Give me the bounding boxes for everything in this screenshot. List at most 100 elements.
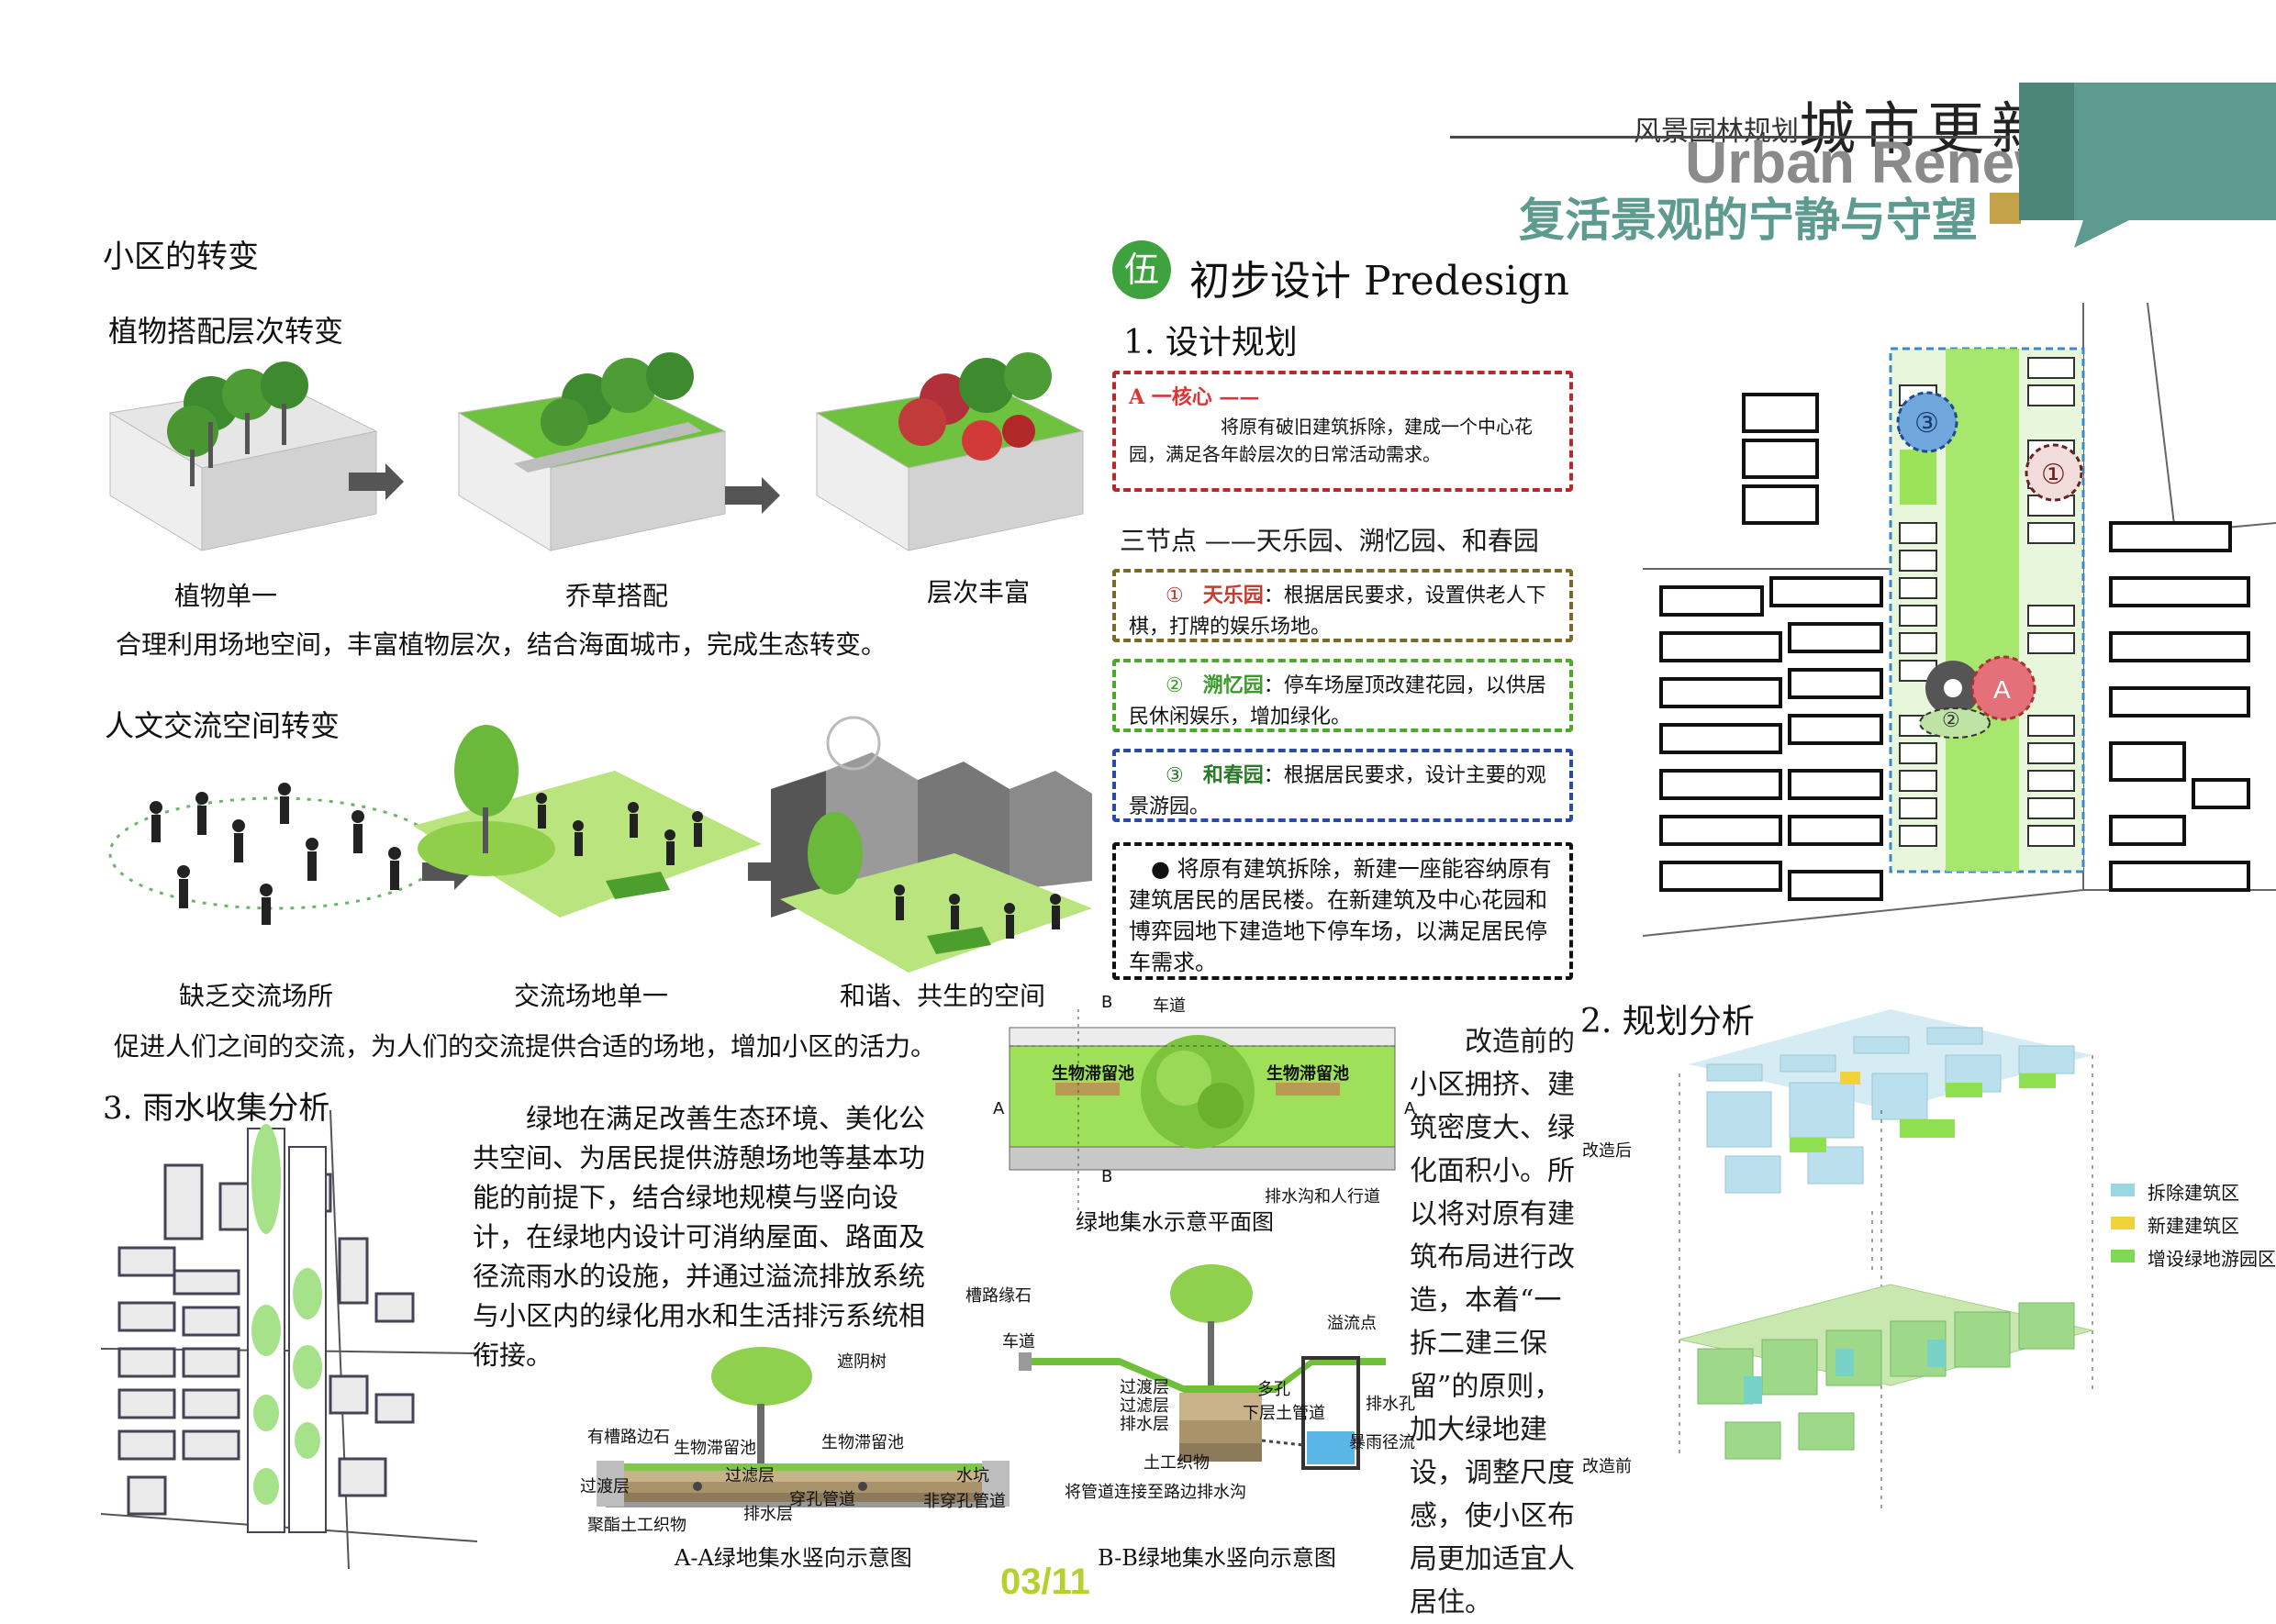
plant-illustrations: [108, 352, 1085, 551]
aa-label-shade-tree: 遮阴树: [837, 1352, 887, 1372]
label-before: 改造前: [1582, 1457, 1632, 1476]
plant-block-single: [108, 362, 378, 551]
plan-a-right: A: [1404, 1099, 1416, 1118]
legend-green: 增设绿地游园区: [2148, 1248, 2276, 1270]
plant-block-tree-grass: [457, 352, 727, 551]
bb-label-drain-hole: 排水孔: [1366, 1395, 1415, 1414]
bb-section-diagram: [1019, 1264, 1386, 1470]
bb-label-curb: 槽路缘石: [965, 1286, 1032, 1306]
legend-swatch-green: [2111, 1250, 2135, 1262]
plant-desc: 合理利用场地空间，丰富植物层次，结合海面城市，完成生态转变。: [116, 629, 887, 660]
analysis-title: 2. 规划分析: [1580, 1003, 1755, 1040]
design-plan-title: 1. 设计规划: [1123, 324, 1298, 362]
aa-label-bio-pool-1: 生物滞留池: [674, 1439, 756, 1458]
aa-label-curb: 有槽路边石: [587, 1428, 670, 1447]
aa-label-perforated: 穿孔管道: [789, 1490, 855, 1509]
renovation-desc: 改造前的小区拥挤、建筑密度大、绿化面积小。所以将对原有建筑布局进行改造，本着“一…: [1410, 1026, 1575, 1618]
legend-swatch-new: [2111, 1217, 2135, 1229]
bb-label-overflow: 溢流点: [1327, 1314, 1377, 1333]
node-2-num: ②: [1166, 674, 1184, 697]
legend-swatch-demolish: [2111, 1184, 2135, 1196]
aa-label-filter: 过滤层: [725, 1466, 775, 1485]
aa-section-diagram: [597, 1347, 1010, 1507]
node-3-name: 和春园: [1202, 763, 1264, 787]
bb-caption: B-B绿地集水竖向示意图: [1098, 1545, 1336, 1571]
node-1-name: 天乐园: [1202, 584, 1264, 607]
header-subtitle: 复活景观的宁静与守望: [1519, 194, 1978, 247]
marker-3: ③: [1914, 408, 1939, 439]
box-new-building-text: ● 将原有建筑拆除，新建一座能容纳原有建筑居民的居民楼。在新建筑及中心花园和博弈…: [1129, 856, 1552, 975]
box-core-text: 将原有破旧建筑拆除，建成一个中心花园，满足各年龄层次的日常活动需求。: [1129, 416, 1533, 465]
social-illustrations: [108, 716, 1092, 973]
analysis-isometric: [1679, 1009, 2093, 1514]
social-caption-2: 交流场地单一: [514, 981, 669, 1011]
label-after: 改造后: [1582, 1141, 1632, 1161]
social-caption-3: 和谐、共生的空间: [840, 981, 1046, 1011]
social-desc: 促进人们之间的交流，为人们的交流提供合适的场地，增加小区的活力。: [114, 1031, 937, 1062]
bb-label-porous: 多孔: [1257, 1380, 1290, 1399]
bb-label-drain: 排水层: [1120, 1415, 1169, 1434]
header-accent-square: [1990, 193, 2021, 224]
box-node-1: ① 天乐园：根据居民要求，设置供老人下棋，打牌的娱乐场地。: [1112, 569, 1573, 642]
page-number: 03/11: [1000, 1562, 1090, 1602]
box-core: A 一核心 —— 将原有破旧建筑拆除，建成一个中心花园，满足各年龄层次的日常活动…: [1112, 371, 1573, 492]
left-title: 小区的转变: [103, 239, 259, 275]
box-new-building: ● 将原有建筑拆除，新建一座能容纳原有建筑居民的居民楼。在新建筑及中心花园和博弈…: [1112, 842, 1573, 980]
section-title: 初步设计 Predesign: [1189, 258, 1570, 305]
bb-label-transition: 过渡层: [1120, 1378, 1169, 1397]
social-block-single: [413, 725, 762, 918]
social-caption-1: 缺乏交流场所: [179, 981, 334, 1011]
plan-b-top: B: [1101, 993, 1113, 1012]
header-category: 风景园林规划: [1634, 117, 1799, 147]
node-2-name: 溯忆园: [1202, 673, 1264, 697]
rain-paragraph: 绿地在满足改善生态环境、美化公共空间、为居民提供游憩场地等基本功能的前提下，结合…: [473, 1103, 926, 1371]
plan-caption: 绿地集水示意平面图: [1076, 1209, 1274, 1235]
plant-caption-1: 植物单一: [174, 581, 278, 611]
node-3-num: ③: [1166, 764, 1184, 787]
marker-2: ②: [1942, 708, 1960, 731]
aa-label-drain-layer: 排水层: [743, 1505, 793, 1524]
social-title: 人文交流空间转变: [105, 708, 340, 743]
rain-site-map: [101, 1110, 477, 1569]
legend-demolish: 拆除建筑区: [2148, 1182, 2239, 1204]
plant-title: 植物搭配层次转变: [108, 314, 344, 349]
aa-label-non-perforated: 非穿孔管道: [923, 1492, 1006, 1511]
three-nodes: 三节点 ——天乐园、溯忆园、和春园: [1120, 526, 1539, 556]
plant-block-layered: [815, 352, 1085, 551]
marker-1: ①: [2041, 460, 2066, 490]
plan-a-left: A: [993, 1099, 1005, 1118]
header-banner-shape: [2019, 83, 2276, 248]
master-plan-map: [1643, 303, 2276, 937]
plan-pool-2: 生物滞留池: [1266, 1064, 1349, 1084]
marker-a: A: [1993, 675, 2011, 704]
plant-caption-3: 层次丰富: [927, 577, 1031, 607]
box-node-2: ② 溯忆园：停车场屋顶改建花园，以供居民休闲娱乐，增加绿化。: [1112, 659, 1573, 732]
node-3-text: ：根据居民要求，设计主要的观景游园。: [1129, 764, 1546, 818]
bb-label-road: 车道: [1002, 1332, 1035, 1351]
social-block-lacking: [108, 783, 442, 925]
rain-title: 3. 雨水收集分析: [103, 1090, 330, 1127]
social-block-harmonious: [771, 716, 1092, 973]
plan-road: 车道: [1153, 996, 1186, 1016]
bb-label-subsoil-pipe: 下层土管道: [1243, 1404, 1325, 1423]
section-badge: 伍: [1112, 240, 1171, 299]
header-divider: [1450, 136, 2010, 139]
node-1-text: ：根据居民要求，设置供老人下棋，打牌的娱乐场地。: [1129, 584, 1546, 639]
plant-caption-2: 乔草搭配: [565, 581, 669, 611]
aa-label-geotextile: 聚酯土工织物: [587, 1516, 686, 1535]
bb-label-filter: 过滤层: [1120, 1396, 1169, 1416]
header-title-cn: 城市更新: [1799, 95, 2057, 162]
bb-label-stormwater: 暴雨径流: [1349, 1433, 1415, 1452]
aa-caption: A-A绿地集水竖向示意图: [675, 1545, 912, 1571]
plan-section-diagram: [1009, 1009, 1396, 1211]
aa-label-transition: 过渡层: [580, 1477, 630, 1496]
plan-pool-1: 生物滞留池: [1052, 1064, 1134, 1084]
box-core-head: A 一核心 ——: [1129, 385, 1260, 409]
plan-b-bottom: B: [1101, 1167, 1113, 1186]
bb-label-geotextile: 土工织物: [1144, 1453, 1210, 1473]
box-node-3: ③ 和春园：根据居民要求，设计主要的观景游园。: [1112, 749, 1573, 822]
aa-label-pit: 水坑: [956, 1466, 989, 1485]
bb-label-pipe-connect: 将管道连接至路边排水沟: [1065, 1483, 1246, 1502]
aa-label-bio-pool-2: 生物滞留池: [821, 1433, 904, 1452]
plan-ditch: 排水沟和人行道: [1265, 1187, 1380, 1207]
